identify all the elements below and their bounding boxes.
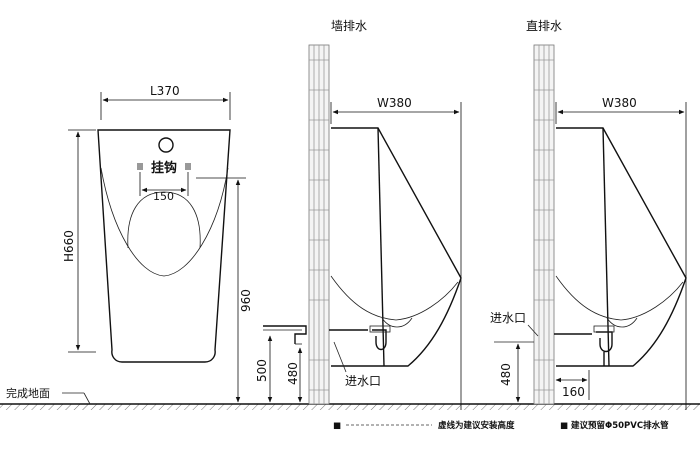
hook-span-label: 150 — [153, 190, 174, 203]
inlet-label-wall: 进水口 — [345, 374, 381, 388]
mount-height-label: 960 — [239, 289, 253, 312]
floor-label: 完成地面 — [6, 386, 50, 400]
front-view: 挂钩 150 L370 H660 960 — [62, 84, 253, 403]
width-label-front: L370 — [150, 84, 180, 98]
wall-drain-view: 墙排水 W380 进水口 — [255, 19, 462, 410]
legend-text-pipe: 建议预留Φ50PVC排水管 — [570, 420, 669, 431]
hook-label: 挂钩 — [151, 160, 177, 176]
dim-480-label-wall: 480 — [286, 362, 300, 385]
inlet-label-floor: 进水口 — [490, 311, 526, 325]
hook-left-icon — [137, 163, 143, 170]
dim-480-label-floor: 480 — [499, 363, 513, 386]
height-label-front: H660 — [62, 230, 76, 262]
legend-text-dashed: 虚线为建议安装高度 — [438, 420, 515, 431]
floor-drain-title: 直排水 — [526, 19, 562, 33]
urinal-side-outline-floor — [556, 127, 687, 367]
floor-drain-trap — [596, 331, 613, 353]
legend-marker-1: ■ — [333, 421, 341, 431]
supply-pipe — [263, 325, 307, 344]
floor-drain-view: 直排水 W380 进水口 — [490, 19, 687, 410]
dim-160-label: 160 — [562, 385, 585, 399]
width-label-floor: W380 — [602, 96, 637, 110]
legend: ■ 虚线为建议安装高度 ■ 建议预留Φ50PVC排水管 — [333, 420, 669, 431]
wall-drain-trap — [372, 329, 387, 351]
hook-right-icon — [185, 163, 191, 170]
urinal-front-outline — [97, 129, 231, 363]
width-label-wall: W380 — [377, 96, 412, 110]
legend-marker-2: ■ — [560, 421, 568, 431]
finished-floor — [0, 403, 700, 410]
dim-500-label: 500 — [255, 359, 269, 382]
urinal-front-basin — [100, 167, 229, 277]
wall-drain-title: 墙排水 — [331, 19, 367, 33]
floor-callout: 完成地面 — [6, 386, 91, 405]
flush-inlet-icon — [158, 137, 174, 153]
